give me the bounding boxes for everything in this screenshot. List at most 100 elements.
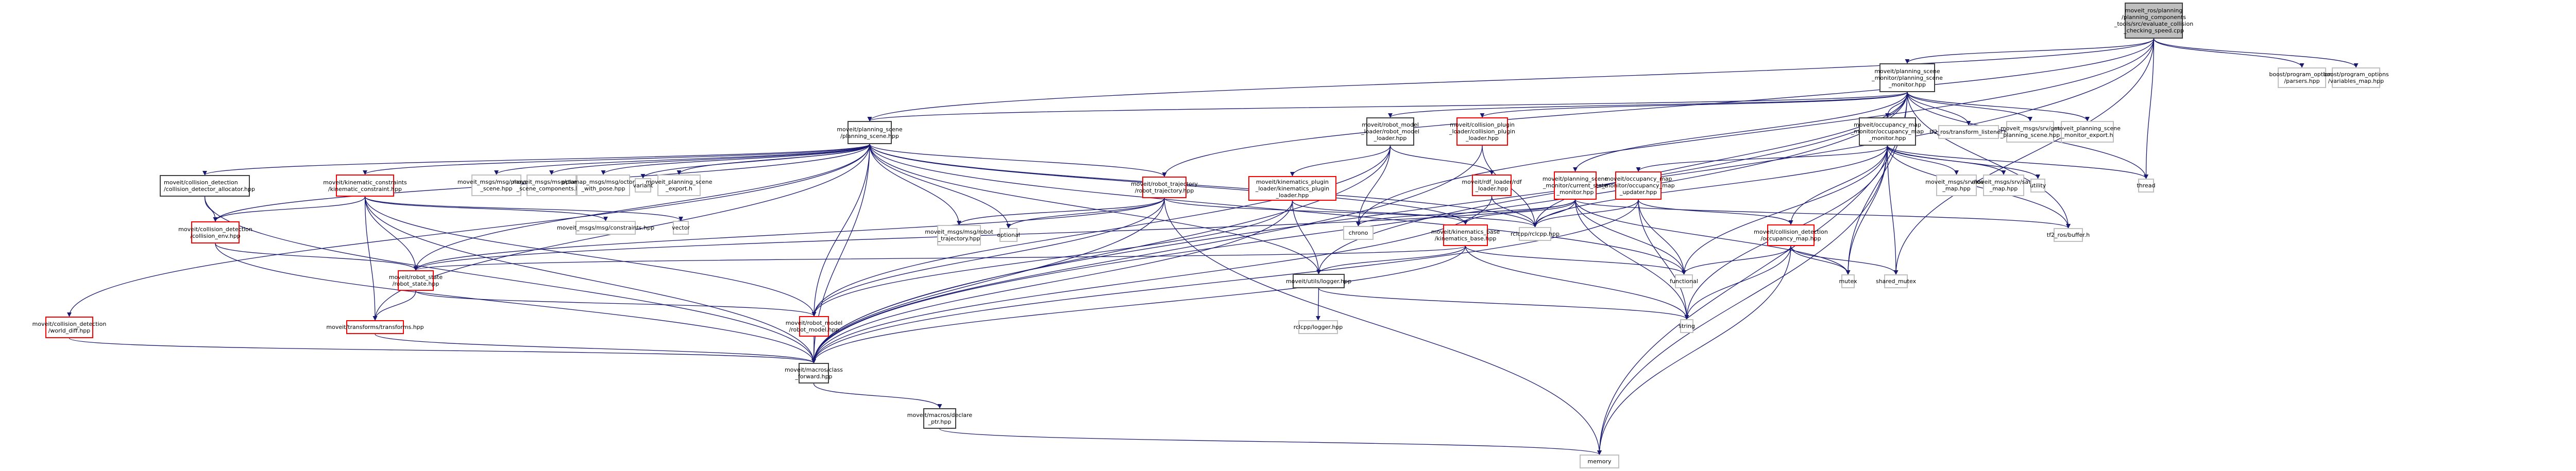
include-node-thread[interactable]: thread [2137,179,2156,193]
include-node-optional[interactable]: optional [997,228,1020,242]
include-node-cpl[interactable]: moveit/collision_plugin _loader/collisio… [1449,117,1515,146]
include-node-octomap[interactable]: octomap_msgs/msg/octomap _with_pose.hpp [562,175,645,196]
include-node-kpl[interactable]: moveit/kinematics_plugin _loader/kinemat… [1248,176,1336,201]
include-node-vector[interactable]: vector [672,221,690,235]
include-node-po-vmap[interactable]: boost/program_options /variables_map.hpp [2323,67,2389,88]
include-edge-root-to-shared_mutex [1893,38,2155,275]
include-edge-tr-to-cf [375,334,816,363]
include-node-tf-listener[interactable]: tf2_ros/transform_listener.h [1929,125,2008,139]
include-edge-ps-to-wd [67,144,870,317]
include-edge-rml-to-kpl [1290,145,1391,177]
include-edge-csm-to-string [1574,199,1689,320]
include-edge-psm-to-tf_listener [1907,92,1971,126]
include-node-kc[interactable]: moveit/kinematic_constraints /kinematic_… [323,175,407,197]
include-node-save-map[interactable]: moveit_msgs/srv/save _map.hpp [1972,175,2035,196]
include-node-ps-export[interactable]: moveit_planning_scene _export.h [646,175,713,196]
include-node-get-ps[interactable]: moveit_msgs/srv/get _planning_scene.hpp [2001,121,2060,143]
include-node-po-parsers[interactable]: boost/program_options /parsers.hpp [2269,67,2335,88]
include-node-rclcpp[interactable]: rclcpp/rclcpp.hpp [1511,227,1560,241]
include-edge-om-to-functional [1682,246,1791,275]
include-edge-root-to-rt [1162,38,2155,177]
include-edge-ps-to-msg_psc [549,144,870,175]
include-node-om[interactable]: moveit/collision_detection /occupancy_ma… [1754,224,1828,246]
include-edge-omm-to-utility [1887,145,2040,179]
include-edge-root-to-ps [867,38,2155,121]
include-node-msg-psc[interactable]: moveit_msgs/msg/planning _scene_componen… [513,175,590,196]
include-edge-ps-to-octomap [601,144,870,175]
class-forward-node[interactable]: moveit/macros/class _forward.hpp [785,363,843,383]
include-node-constraints[interactable]: moveit_msgs/msg/constraints.hpp [557,221,654,235]
include-edge-ps-to-functional [869,144,1686,275]
include-edge-rt-to-optional [1006,198,1165,229]
include-node-shared-mutex[interactable]: shared_mutex [1876,274,1916,288]
include-edge-omm-to-om [1788,145,1888,225]
planning-scene-node[interactable]: moveit/planning_scene /planning_scene.hp… [837,121,903,144]
include-edge-ps-to-logger [869,144,1321,274]
include-node-ce[interactable]: moveit/collision_detection /collision_en… [178,221,252,243]
include-edge-ps-to-rclcpp [869,144,1537,228]
include-edge-cf-to-dp [813,383,942,409]
include-edge-om-to-mutex [1790,246,1851,275]
include-edge-om-to-memory [1597,246,1791,455]
include-edge-kpl-to-rm [811,200,1293,317]
include-edge-root-to-thread [2143,38,2155,179]
include-node-utility[interactable]: utility [2030,179,2046,193]
include-edge-csm-to-functional [1574,199,1687,275]
planning-scene-monitor-node[interactable]: moveit/planning_scene _monitor/planning_… [1872,63,1943,92]
include-edge-rm-to-cf [811,336,817,363]
include-edge-om-to-shared_mutex [1790,246,1899,275]
memory-node[interactable]: memory [1580,455,1619,468]
include-edge-rml-to-rdf [1389,145,1494,175]
include-node-csm[interactable]: moveit/planning_scene _monitor/current_s… [1543,171,1608,200]
include-edge-cpl-to-cf [811,145,1483,363]
include-edge-rs-to-rm [415,290,817,317]
include-node-wd[interactable]: moveit/collision_detection /world_diff.h… [32,317,106,338]
include-edge-psm-to-rml [1388,92,1908,118]
include-edge-psm-to-psm_export [1907,92,2090,121]
include-node-logger[interactable]: moveit/utils/logger.hpp [1286,274,1351,288]
include-node-rml[interactable]: moveit/robot_model _loader/robot_model _… [1361,117,1419,146]
include-node-rt[interactable]: moveit/robot_trajectory /robot_trajector… [1131,177,1198,198]
include-edge-ps-to-kc [363,144,870,175]
include-edge-omu-to-cf [811,199,1639,363]
include-node-msg-ps[interactable]: moveit_msgs/msg/planning _scene.hpp [457,175,535,196]
root-source-file-node[interactable]: moveit_ros/planning /planning_components… [2114,3,2193,39]
include-edge-root-to-po_vmap [2153,38,2359,68]
include-edge-ps-to-optional [869,144,1011,229]
include-node-string[interactable]: string [1679,319,1695,333]
include-edge-ps-to-rt [869,144,1167,177]
include-edge-cda-to-cf [204,196,816,363]
include-node-psm-export[interactable]: moveit_planning_scene _monitor_export.h [2054,121,2121,143]
include-edge-rt-to-rclcpp [1164,198,1537,228]
include-node-mutex[interactable]: mutex [1839,274,1857,288]
include-node-functional[interactable]: functional [1670,274,1698,288]
include-edge-omm-to-tf_buffer [1887,145,2071,229]
include-edge-kb-to-logger [1316,246,1466,274]
include-node-rs[interactable]: moveit/robot_state /robot_state.hpp [389,270,443,291]
include-node-tr[interactable]: moveit/transforms/transforms.hpp [326,320,424,334]
include-edge-omu-to-string [1638,199,1689,320]
include-edge-ps-to-cda [202,144,870,176]
include-node-rclcpp-logger[interactable]: rclcpp/logger.hpp [1294,320,1343,334]
include-node-msg-rt[interactable]: moveit_msgs/msg/robot _trajectory.hpp [925,225,993,246]
include-edge-rt-to-cf [811,198,1165,363]
include-edge-rt-to-memory [1164,198,1602,455]
include-node-omm[interactable]: moveit/occupancy_map _monitor/occupancy_… [1851,117,1924,146]
include-edge-rt-to-rs [413,198,1165,271]
include-node-kb[interactable]: moveit/kinematics_base /kinematics_base.… [1431,224,1500,246]
include-node-load-map[interactable]: moveit_msgs/srv/load _map.hpp [1925,175,1988,196]
include-edge-kb-to-functional [1465,246,1686,275]
include-edge-kc-to-rs [364,196,418,271]
include-node-cda[interactable]: moveit/collision_detection /collision_de… [160,175,255,197]
include-node-chrono[interactable]: chrono [1343,226,1374,240]
include-edge-csm-to-rs [413,199,1576,271]
include-node-rm[interactable]: moveit/robot_model /robot_model.hpp [786,316,842,337]
include-node-rdf[interactable]: moveit/rdf_loader/rdf _loader.hpp [1462,175,1522,196]
include-node-omu[interactable]: moveit/occupancy_map _monitor/occupancy_… [1602,171,1675,200]
include-node-variant[interactable]: variant [633,178,653,193]
include-node-tf-buffer[interactable]: tf2_ros/buffer.h [2047,228,2090,242]
include-edge-omu-to-rclcpp [1533,199,1639,228]
include-edge-ps-to-rm [811,144,870,317]
include-node-dp[interactable]: moveit/macros/declare _ptr.hpp [907,408,972,429]
